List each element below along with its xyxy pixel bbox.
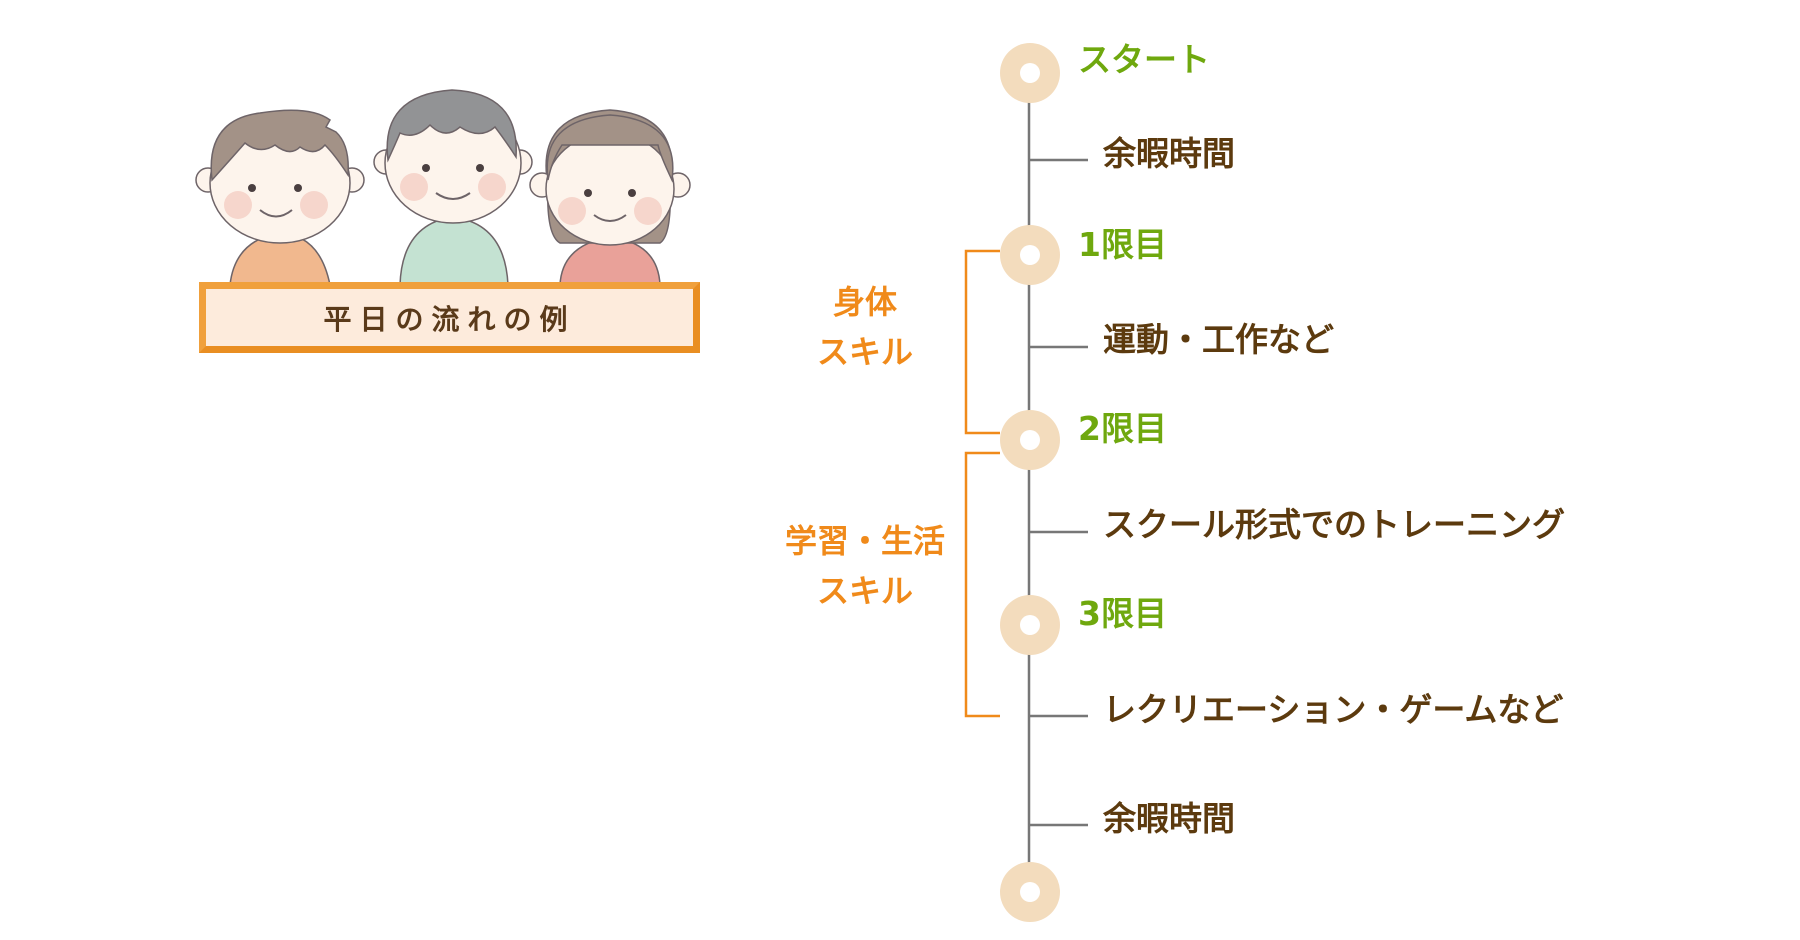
title-banner: 平日の流れの例 <box>199 282 700 353</box>
item-label-free-time-2: 余暇時間 <box>1103 799 1235 838</box>
timeline-node-start <box>1000 43 1060 103</box>
item-label-exercise: 運動・工作など <box>1103 320 1334 359</box>
group-label-learning-line2: スキル <box>816 571 913 610</box>
group-bracket-physical <box>964 249 1000 435</box>
group-label-learning: 学習・生活 スキル <box>755 517 975 616</box>
group-label-physical-line1: 身体 <box>832 283 897 321</box>
node-label-period3: 3限目 <box>1078 594 1167 633</box>
timeline-node-period1 <box>1000 225 1060 285</box>
group-bracket-learning <box>964 451 1000 718</box>
item-label-recreation: レクリエーション・ゲームなど <box>1103 690 1564 729</box>
kid-left <box>195 109 365 285</box>
node-label-start: スタート <box>1078 40 1210 79</box>
kid-right <box>529 109 691 285</box>
timeline-node-period3 <box>1000 595 1060 655</box>
group-label-physical: 身体 スキル <box>755 278 975 377</box>
kids-illustration <box>195 89 691 285</box>
group-label-physical-line2: スキル <box>816 332 913 371</box>
node-label-period2: 2限目 <box>1078 409 1167 448</box>
banner-title: 平日の流れの例 <box>323 302 576 336</box>
kid-middle <box>373 89 533 285</box>
timeline-node-period2 <box>1000 410 1060 470</box>
item-label-free-time: 余暇時間 <box>1103 134 1235 173</box>
node-label-period1: 1限目 <box>1078 225 1167 264</box>
group-label-learning-line1: 学習・生活 <box>784 522 945 560</box>
timeline-node-end <box>1000 862 1060 922</box>
item-label-training: スクール形式でのトレーニング <box>1103 505 1565 544</box>
